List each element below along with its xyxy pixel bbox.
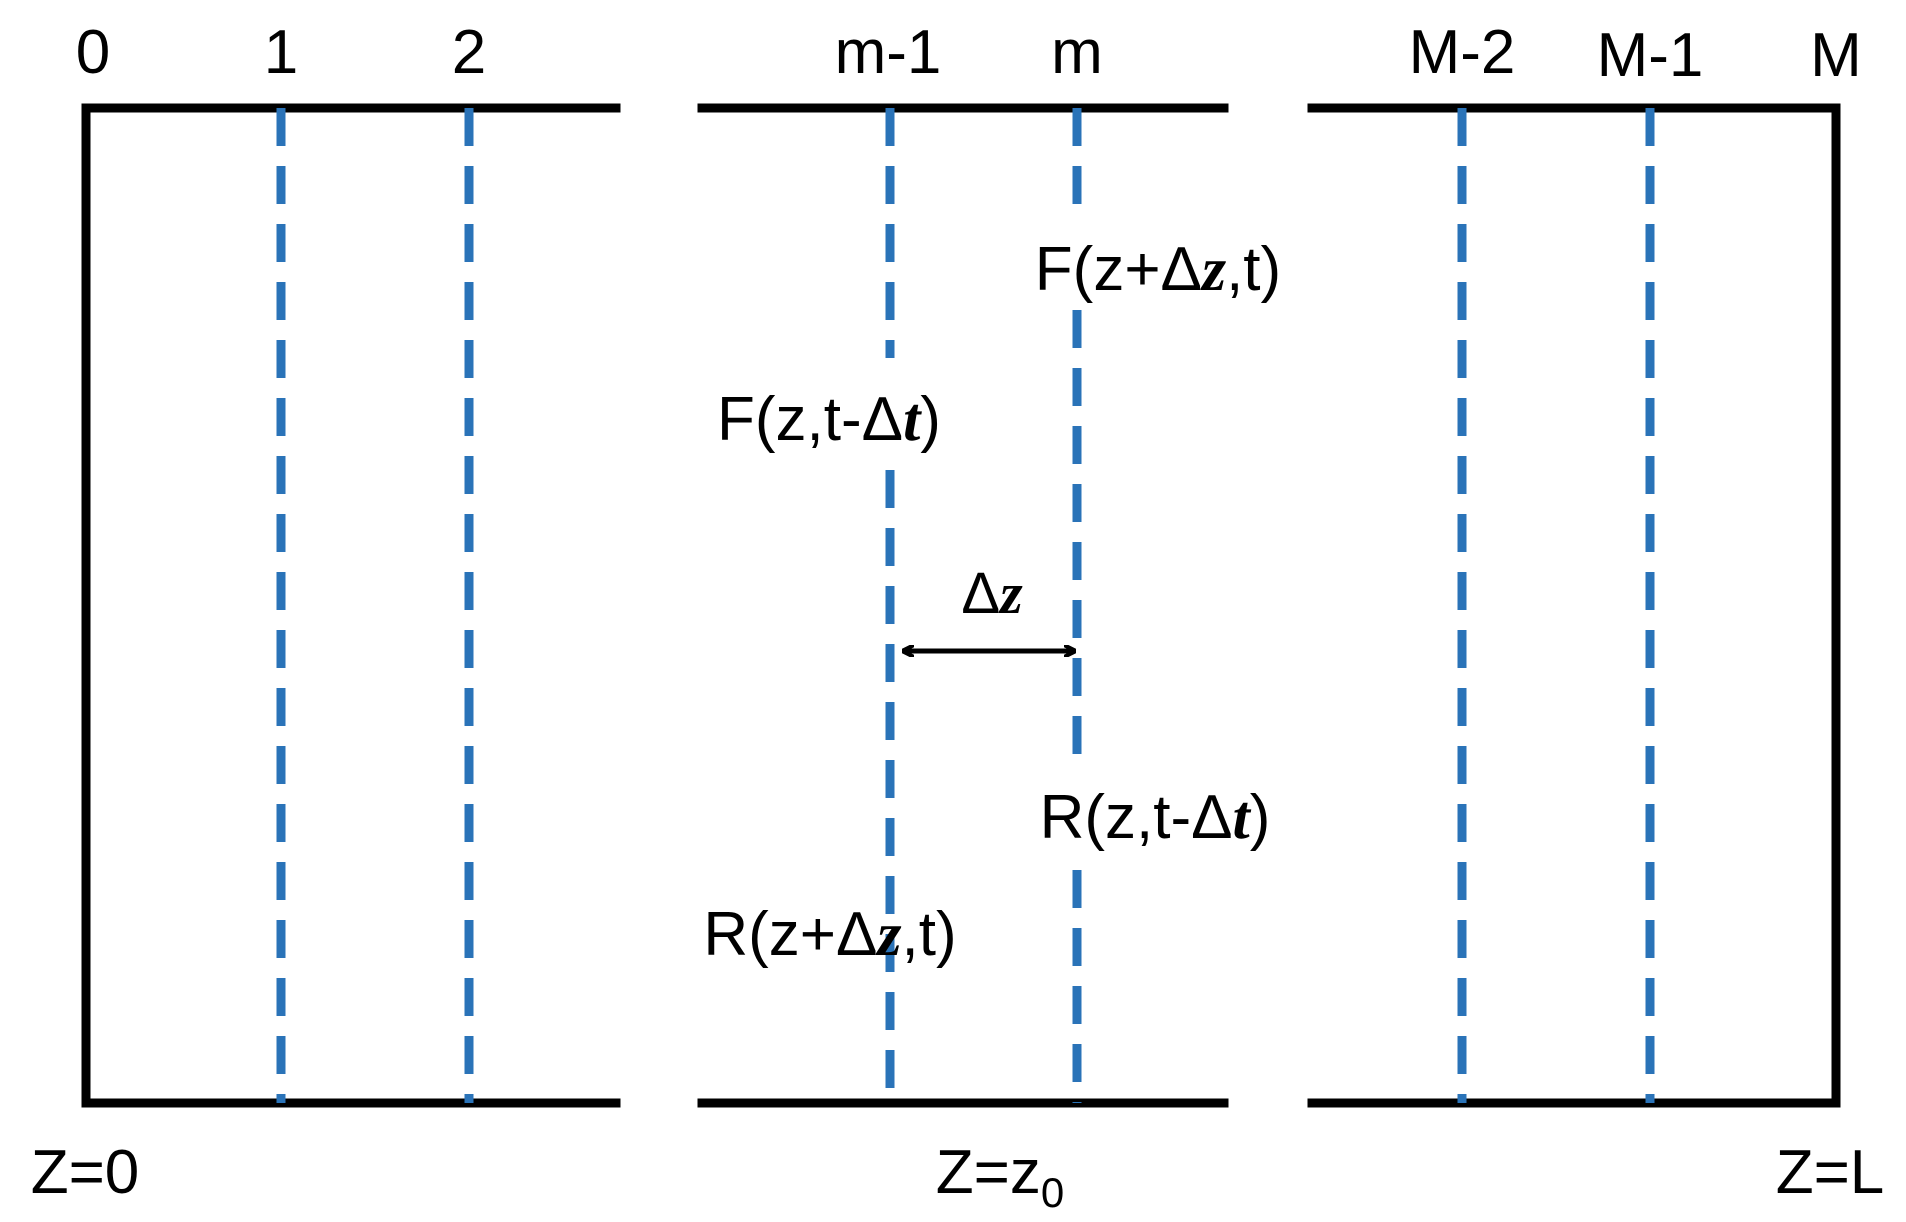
label-R-prev-var: t [1233,784,1252,852]
position-label-middle: Z=z0 [936,1138,1064,1216]
delta-z-var: z [998,561,1023,626]
grid-index-labels: 0 1 2 m-1 m M-2 M-1 M [76,18,1862,90]
domain-walls [81,103,1841,1108]
grid-label-m: m [1051,18,1103,87]
flux-labels: F(z+Δz,t) F(z,t-Δt) R(z,t-Δt) R(z+Δz,t) [703,235,1281,969]
grid-label-1: 1 [264,18,298,87]
delta-z-symbol: Δ [961,561,1000,626]
label-R-forward-var: z [875,901,901,969]
label-F-prev-post: ) [920,385,941,454]
label-R-prev: R(z,t-Δt) [1040,783,1271,852]
grid-label-m-1: m-1 [835,18,942,87]
label-R-forward-pre: R(z+Δ [703,900,877,969]
label-F-prev-var: t [903,386,922,454]
grid-label-M-1: M-1 [1597,21,1704,90]
grid-label-M-2: M-2 [1409,18,1516,87]
label-R-forward-post: ,t) [902,900,957,969]
label-F-prev-pre: F(z,t-Δ [717,385,903,454]
position-label-middle-main: Z=z [936,1138,1041,1207]
grid-label-0: 0 [76,18,110,87]
label-R-prev-post: ) [1250,783,1271,852]
delta-z-indicator: Δz [904,561,1074,651]
label-R-prev-pre: R(z,t-Δ [1040,783,1233,852]
label-F-forward: F(z+Δz,t) [1035,235,1281,304]
grid-lines [276,108,1655,1103]
label-F-prev: F(z,t-Δt) [717,385,941,454]
label-F-forward-pre: F(z+Δ [1035,235,1202,304]
grid-label-2: 2 [452,18,486,87]
delta-z-label: Δz [961,561,1023,626]
label-F-forward-var: z [1200,236,1226,304]
position-label-middle-subscript: 0 [1041,1169,1064,1216]
label-R-forward: R(z+Δz,t) [703,900,956,969]
label-F-forward-post: ,t) [1226,235,1281,304]
grid-label-M: M [1810,21,1862,90]
position-label-left: Z=0 [31,1138,140,1207]
position-label-right: Z=L [1776,1138,1885,1207]
position-labels: Z=0 Z=z0 Z=L [31,1138,1885,1216]
